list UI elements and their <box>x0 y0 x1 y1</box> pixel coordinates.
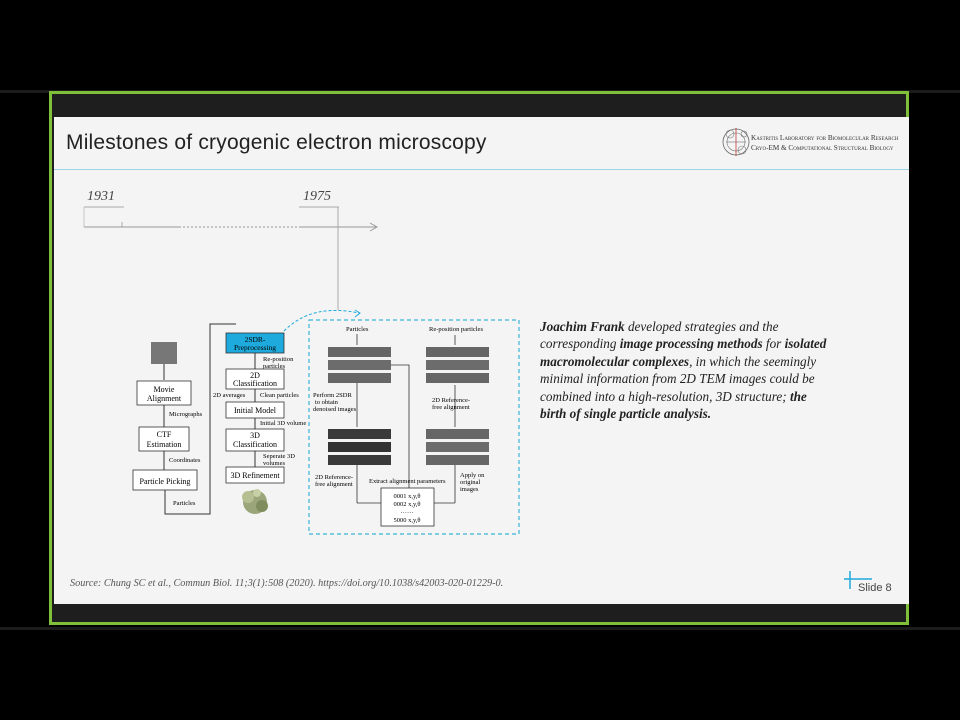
density-map-icon <box>242 489 268 514</box>
milestone-description: Joachim Frank developed strategies and t… <box>540 318 830 422</box>
extract-params-label: Extract alignment parameters <box>369 478 446 485</box>
lab-logo-text: Kastritis Laboratory for Biomolecular Re… <box>751 133 898 153</box>
svg-text:Alignment: Alignment <box>147 394 182 403</box>
text-name: Joachim Frank <box>540 319 625 334</box>
lab-logo-icon <box>722 128 750 156</box>
svg-text:images: images <box>460 486 479 493</box>
svg-text:free alignment: free alignment <box>315 481 353 488</box>
svg-text:Clean particles: Clean particles <box>260 392 299 399</box>
param-row: …… <box>401 508 414 515</box>
svg-text:Apply on: Apply on <box>460 472 485 479</box>
svg-text:2D averages: 2D averages <box>213 392 246 399</box>
params-box <box>380 487 435 527</box>
micrographs-label: Micrographs <box>169 411 203 418</box>
particles-label: Particles <box>173 500 196 507</box>
svg-text:Seperate 3D: Seperate 3D <box>263 453 295 460</box>
particle-picking-label: Particle Picking <box>140 477 191 486</box>
param-row: 5000 x,y,θ <box>393 517 420 524</box>
svg-text:Re-position: Re-position <box>263 356 294 363</box>
detail-box <box>308 319 520 535</box>
text-part: developed strategies and the correspondi… <box>540 319 779 352</box>
timeline <box>83 206 379 310</box>
param-row: 0002 x,y,θ <box>393 501 420 508</box>
bottom-band <box>0 627 960 630</box>
movie-alignment-label: Movie <box>154 385 175 394</box>
text-emphasis: isolated macromolecular complexes <box>540 336 827 369</box>
ctf-estimation-label: CTF <box>157 430 172 439</box>
logo-line-1: Kastritis Laboratory for Biomolecular Re… <box>751 134 899 142</box>
svg-text:2D Reference-: 2D Reference- <box>432 397 470 404</box>
logo-line-2: Cryo-EM & Computational Structural Biolo… <box>751 144 894 152</box>
initial-model-label: Initial Model <box>234 406 277 415</box>
svg-text:volumes: volumes <box>263 460 285 467</box>
text-emphasis: the birth of single particle analysis. <box>540 388 807 422</box>
param-row: 0001 x,y,θ <box>393 493 420 500</box>
svg-text:2D: 2D <box>250 371 260 380</box>
text-part: for <box>762 336 785 352</box>
svg-text:Classification: Classification <box>233 379 277 388</box>
svg-text:free alignment: free alignment <box>432 404 470 411</box>
svg-text:Estimation: Estimation <box>147 440 182 449</box>
slide-number: Slide 8 <box>858 582 892 594</box>
svg-text:Preprocessing: Preprocessing <box>234 343 276 352</box>
particles-top-label: Particles <box>346 326 369 333</box>
svg-text:Perform 2SDR: Perform 2SDR <box>313 392 352 399</box>
svg-text:denoised images: denoised images <box>313 406 357 413</box>
text-part: , in which the seemingly minimal informa… <box>540 353 817 404</box>
refinement-3d-label: 3D Refinement <box>230 471 280 480</box>
cryoem-pipeline-diagram: Movie Alignment Micrographs CTF Estimati… <box>132 309 520 535</box>
slide: Milestones of cryogenic electron microsc… <box>54 117 909 604</box>
text-emphasis: image processing methods <box>619 336 763 352</box>
micrograph-icon <box>151 342 177 364</box>
source-citation: Source: Chung SC et al., Commun Biol. 11… <box>70 578 504 589</box>
year-end: 1975 <box>303 189 331 204</box>
initial-volume-label: Initial 3D volume <box>260 420 306 427</box>
svg-text:Classification: Classification <box>233 440 277 449</box>
slide-title: Milestones of cryogenic electron microsc… <box>66 131 487 154</box>
svg-text:particles: particles <box>263 363 285 370</box>
coordinates-label: Coordinates <box>169 457 201 464</box>
slide-corner-mark-icon <box>844 571 872 589</box>
svg-text:2SDR-: 2SDR- <box>245 335 266 344</box>
svg-text:3D: 3D <box>250 431 260 440</box>
svg-text:original: original <box>460 479 480 486</box>
svg-text:to obtain: to obtain <box>315 399 339 406</box>
reposition-top-label: Re-position particles <box>429 326 483 333</box>
particle-strips <box>328 347 489 465</box>
svg-text:2D Reference-: 2D Reference- <box>315 474 353 481</box>
year-start: 1931 <box>87 189 115 204</box>
title-rule <box>54 169 909 170</box>
